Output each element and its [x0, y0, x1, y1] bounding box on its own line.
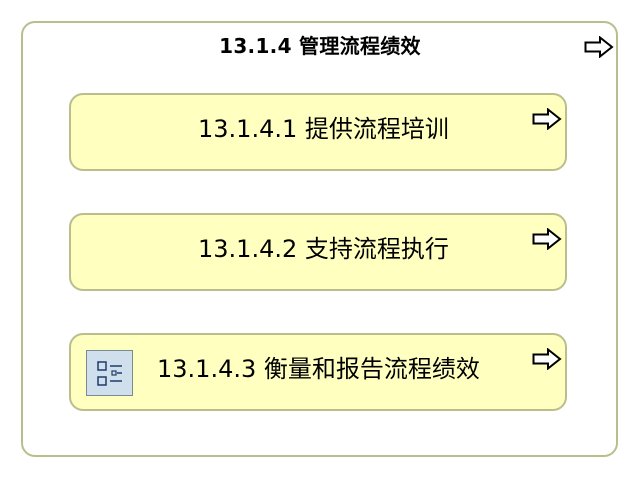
subprocess-label-1: 13.1.4.1 提供流程培训: [198, 115, 449, 143]
right-arrow-icon[interactable]: [584, 36, 614, 58]
subprocess-box-2[interactable]: 13.1.4.2 支持流程执行: [69, 213, 567, 291]
subprocess-box-3[interactable]: 13.1.4.3 衡量和报告流程绩效: [69, 333, 567, 411]
right-arrow-icon[interactable]: [532, 348, 562, 370]
right-arrow-icon[interactable]: [532, 228, 562, 250]
list-diagram-icon: [86, 350, 133, 396]
subprocess-label-2: 13.1.4.2 支持流程执行: [198, 235, 449, 263]
right-arrow-icon[interactable]: [532, 108, 562, 130]
subprocess-label-3: 13.1.4.3 衡量和报告流程绩效: [157, 355, 480, 383]
process-title: 13.1.4 管理流程绩效: [219, 34, 421, 58]
subprocess-box-1[interactable]: 13.1.4.1 提供流程培训: [69, 93, 567, 171]
